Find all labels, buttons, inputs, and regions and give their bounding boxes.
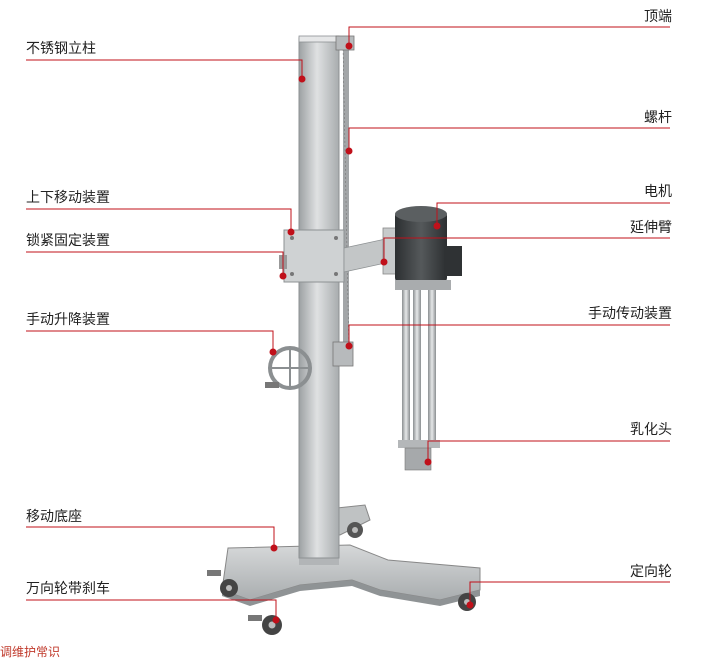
leader-manual-lift [26,330,274,352]
leader-dot-extension-arm [380,258,388,266]
label-manual-drive: 手动传动装置 [588,306,672,322]
label-manual-lift: 手动升降装置 [26,312,110,328]
mobile-base-shape [221,504,481,606]
label-mobile-base: 移动底座 [26,509,82,525]
label-locking-device: 锁紧固定装置 [26,233,110,249]
leader-stainless-column [26,59,303,79]
leader-dot-motor [433,222,441,230]
leader-dot-up-down-device [287,228,295,236]
label-top-end: 顶端 [644,9,672,25]
carriage-shape [279,229,391,283]
leader-dot-mobile-base [270,544,278,552]
label-stainless-column: 不锈钢立柱 [26,41,96,57]
leader-top-end [348,26,670,46]
label-emulsifying-head: 乳化头 [630,422,672,438]
leader-extension-arm [383,237,670,262]
leader-directional-wheel [469,581,670,605]
leader-dot-stainless-column [298,75,306,83]
leader-brake-caster [26,599,277,620]
label-extension-arm: 延伸臂 [630,220,672,236]
leader-screw [348,127,670,151]
leader-manual-drive [348,324,670,346]
label-brake-caster: 万向轮带刹车 [26,581,110,597]
leader-dot-manual-lift [269,348,277,356]
leader-dot-top-end [345,42,353,50]
label-motor: 电机 [644,184,672,200]
stainless-column-shape [298,35,340,559]
leader-dot-emulsifying-head [424,458,432,466]
footnote-text: 调维护常识 [0,645,61,659]
label-directional-wheel: 定向轮 [630,564,672,580]
leader-emulsifying-head [427,440,670,462]
leader-mobile-base [26,526,275,548]
shaft-assembly-shape [398,290,440,471]
label-screw: 螺杆 [644,110,672,126]
leader-locking-device [26,251,284,276]
hand-wheel-shape [265,341,354,390]
leader-dot-directional-wheel [466,601,474,609]
leader-dot-brake-caster [272,616,280,624]
leader-dot-screw [345,147,353,155]
leader-lines [26,26,670,624]
motor-shape [382,206,462,290]
leader-motor [436,202,670,226]
leader-dot-manual-drive [345,342,353,350]
label-up-down-device: 上下移动装置 [26,190,110,206]
leader-dot-locking-device [279,272,287,280]
leader-up-down-device [26,208,292,232]
